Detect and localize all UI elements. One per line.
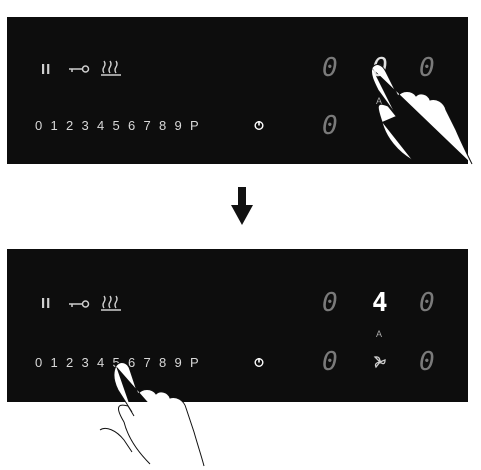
zone-display-bottom-left: 0 [322,113,338,139]
level-5[interactable]: 5 [113,118,129,133]
level-p[interactable]: P [190,118,206,133]
keep-warm-icon[interactable] [101,295,121,311]
pause-button[interactable]: II [41,61,51,78]
pause-button[interactable]: II [41,295,51,312]
next-step-arrow-icon [231,187,253,227]
zone-display-bottom-right: 0 [419,349,435,375]
fan-icon [373,355,387,369]
key-lock-icon[interactable] [68,299,90,309]
level-0[interactable]: 0 [35,118,51,133]
level-7[interactable]: 7 [144,118,160,133]
level-2[interactable]: 2 [66,355,82,370]
level-1[interactable]: 1 [51,355,67,370]
keep-warm-icon[interactable] [101,60,121,76]
power-icon[interactable] [254,357,264,367]
level-3[interactable]: 3 [82,118,98,133]
key-lock-icon[interactable] [68,64,90,74]
level-6[interactable]: 6 [128,118,144,133]
level-0[interactable]: 0 [35,355,51,370]
zone-display-left: 0 [322,290,338,316]
level-2[interactable]: 2 [66,118,82,133]
pointing-hand-top [368,60,478,170]
zone-display-middle[interactable]: 4 [372,290,388,316]
power-icon[interactable] [254,120,264,130]
zone-display-right: 0 [419,290,435,316]
zone-display-left: 0 [322,55,338,81]
auto-indicator: A [376,329,382,339]
level-3[interactable]: 3 [82,355,98,370]
level-9[interactable]: 9 [175,118,191,133]
level-4[interactable]: 4 [97,118,113,133]
level-8[interactable]: 8 [159,118,175,133]
zone-display-bottom-left: 0 [322,349,338,375]
level-1[interactable]: 1 [51,118,67,133]
pointing-hand-bottom [98,360,213,468]
